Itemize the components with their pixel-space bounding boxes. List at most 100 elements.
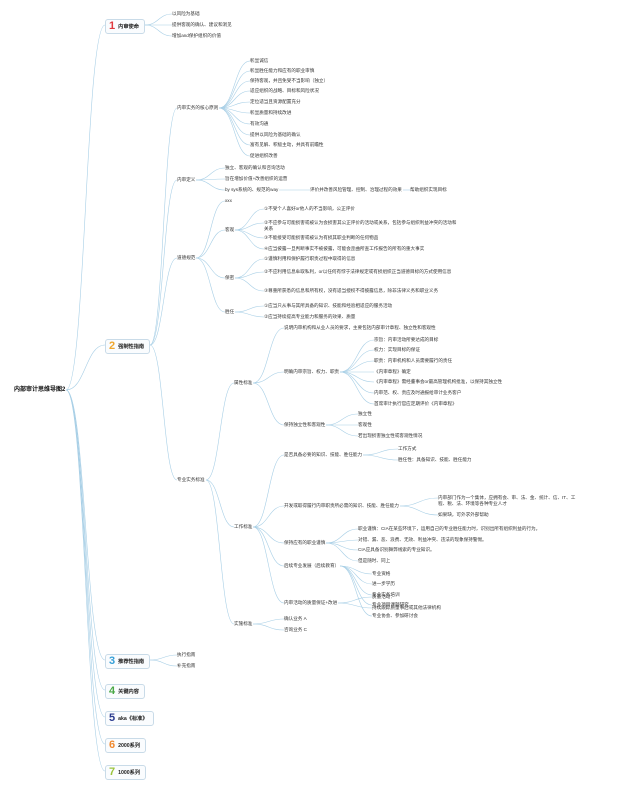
work-detail[interactable]: 专业实务培训: [372, 592, 400, 597]
attribute-item[interactable]: 说明内审机构和从业人员的要求，主要包括内部审计章程、独立性和客观性: [284, 325, 436, 330]
core-principle[interactable]: 有效沟通: [250, 121, 269, 126]
charter-item[interactable]: 首席审计执行官应定期评价《内审章程》: [374, 401, 457, 406]
work-detail[interactable]: 胜任性：具备知识、技能、胜任能力: [398, 457, 472, 462]
work-detail[interactable]: CIA应具备识别舞弊线索的专业知识。: [358, 547, 435, 552]
guide-topic[interactable]: 专业实务标准: [177, 477, 205, 482]
ethics-item[interactable]: 胜任: [225, 309, 235, 314]
connector-line: [339, 565, 373, 606]
work-detail[interactable]: 专业项目课题研究: [372, 602, 409, 607]
ethics-rule[interactable]: ①不受个人喜好or他人的不当影响，公正评价: [264, 206, 355, 211]
connector-line: [205, 479, 235, 528]
ethics-rule[interactable]: ②不应利用信息牟取私利，or以任何有悖于法律规定或有损组织正当道德目标的方式使用…: [264, 269, 452, 274]
ethics-rule[interactable]: ③不能接受可能损害或被认为有损其职业判断的任何物品: [264, 235, 379, 240]
ethics-rule[interactable]: ③尊重所获悉的信息和所有权，没有适当授权不得披露信息，除非法律义务和职业义务: [264, 288, 439, 293]
core-principle[interactable]: 适应组织的战略、目标和风险状况: [250, 88, 319, 93]
ethics-item[interactable]: xxx: [225, 198, 232, 203]
connector-line: [339, 349, 375, 373]
independence-item[interactable]: 若出现损害独立性或客观性情况: [358, 433, 423, 438]
connector-line: [195, 229, 226, 259]
independence-item[interactable]: 客观性: [358, 422, 372, 427]
charter-item[interactable]: 宗旨：内审活动所要达成的目标: [374, 337, 439, 342]
connector-line: [65, 389, 106, 745]
connector-line: [252, 526, 285, 544]
work-item[interactable]: 保持应有的职业谨慎: [284, 540, 326, 545]
standard-type[interactable]: 属性标准: [234, 380, 253, 385]
core-principle[interactable]: 彰显诚信: [250, 58, 269, 63]
charter-item[interactable]: 内审范、权、责应及时通报给审计业务客户: [374, 390, 462, 395]
connector-line: [149, 107, 178, 346]
work-detail[interactable]: 持续跟踪质量事后或其他法律机构: [372, 605, 441, 610]
branch-number: 5: [109, 712, 116, 724]
ethics-rule[interactable]: ②应当持续提高专业能力和服务的效果、质量: [264, 314, 356, 319]
connector-line: [149, 344, 178, 481]
work-item[interactable]: 开发或取得履行内审职责所必需的知识、技能、胜任能力: [284, 503, 399, 508]
core-principle[interactable]: 富有见解、积极主动，并具有前瞻性: [250, 142, 324, 147]
core-principle[interactable]: 彰显胜任能力和应有的职业审慎: [250, 68, 315, 73]
core-principle[interactable]: 提供以风险为基础的确认: [250, 132, 301, 137]
ethics-rule[interactable]: ①谨慎利用和保护履行职责过程中取得的信息: [264, 256, 356, 261]
recommended-guide[interactable]: 执行指南: [177, 652, 196, 657]
ethics-rule[interactable]: ①应当只从事与其所具备的知识、技能和经验相适应的服务活动: [264, 303, 393, 308]
recommended-guide[interactable]: 补充指南: [177, 663, 196, 668]
standard-type[interactable]: 工作标准: [234, 524, 253, 529]
connector-line: [195, 200, 226, 259]
work-item[interactable]: 内审活动的质量保证+改进: [284, 600, 338, 605]
work-detail[interactable]: 质量活动：: [372, 594, 395, 599]
standard-type[interactable]: 实施标准: [234, 621, 253, 626]
guide-topic[interactable]: 内审实务的核心原则: [177, 105, 219, 110]
work-detail[interactable]: 内审部门作为一个集体，应拥有会、审、法、金、统计、信、IT、工程、税、法、环境等…: [438, 495, 576, 506]
guide-topic[interactable]: 内审定义: [177, 177, 196, 182]
core-principle[interactable]: 彰显质量和持续改进: [250, 110, 292, 115]
charter-item[interactable]: 职责：内审机构和人员需要履行的责任: [374, 358, 453, 363]
attribute-item[interactable]: 保持独立性和客观性: [284, 422, 326, 427]
work-detail[interactable]: 但是随时、同上: [358, 558, 391, 563]
connector-line: [399, 497, 439, 507]
work-item[interactable]: 后续专业发展（后续教育）: [284, 563, 340, 568]
work-detail[interactable]: 进一步学历: [372, 581, 395, 586]
work-detail[interactable]: 如果缺，可外求外部帮助: [438, 512, 489, 517]
ethics-item[interactable]: 保密: [225, 275, 235, 280]
ethics-rule[interactable]: ④应当披露一旦判断事实不被披露，可能会歪曲所查工作报告的所有的重大事实: [264, 246, 425, 251]
ethics-rule[interactable]: ②不应参与可能损害或被认为会损害其公正评价的活动或关系，包括参与组织利益冲突的活…: [264, 220, 457, 231]
root-topic[interactable]: 内部审计思维导图2: [14, 387, 66, 393]
work-detail[interactable]: 对错、漏、恶、浪费、无效、利益冲突、违法的现象保持警惕。: [358, 537, 487, 542]
branch-label: 1000系列: [118, 770, 141, 776]
attribute-item[interactable]: 明确内审宗旨、权力、职责: [284, 369, 340, 374]
definition-item[interactable]: 旨在增加价值+改善组织的运营: [225, 176, 288, 181]
ethics-item[interactable]: 客观: [225, 227, 235, 232]
independence-item[interactable]: 独立性: [358, 411, 372, 416]
mission-item[interactable]: 提供客观的确认、建议和洞见: [172, 22, 232, 27]
work-detail[interactable]: 工作方式: [398, 446, 417, 451]
work-detail[interactable]: 专业资格: [372, 571, 391, 576]
work-item[interactable]: 是否具备必要的知识、技能、胜任能力: [284, 452, 363, 457]
definition-item[interactable]: by sys系统的、规范的way: [225, 187, 279, 192]
core-principle[interactable]: 保持客观，并且免受不当影响（独立）: [250, 78, 329, 83]
definition-detail[interactable]: 评价并改善风险管理、控制、治理过程的效果: [310, 187, 402, 192]
work-detail[interactable]: 职业谨慎：CIA在某些环境下，运用自己的专业胜任能力时，识别出所有组织利益的行为…: [358, 526, 541, 531]
connector-line: [65, 24, 106, 391]
connector-line: [252, 327, 285, 384]
implementation-item[interactable]: 确认业务 A: [284, 616, 307, 621]
connector-line: [218, 60, 251, 109]
mission-item[interactable]: 增加and保护组织的价值: [172, 33, 222, 38]
definition-item[interactable]: 独立、客观的确认和咨询活动: [225, 165, 285, 170]
connector-line: [252, 618, 285, 625]
implementation-item[interactable]: 咨询业务 C: [284, 627, 307, 632]
definition-goal[interactable]: 帮助组织实现目标: [410, 187, 447, 192]
core-principle[interactable]: 定位适当且资源配置充分: [250, 99, 301, 104]
mission-item[interactable]: 以风险为基础: [172, 11, 200, 16]
charter-item[interactable]: 《内审章程》需经董事会or最高管理机构批准，以保持其独立性: [374, 379, 503, 384]
charter-item[interactable]: 权力：实现目标的保证: [374, 347, 420, 352]
core-principle[interactable]: 促进组织改善: [250, 153, 278, 158]
connector-line: [234, 277, 265, 292]
charter-item[interactable]: 《内审章程》确定: [374, 369, 411, 374]
work-detail[interactable]: 专业协会、参加研讨会: [372, 613, 418, 618]
guide-topic[interactable]: 道德规范: [177, 255, 196, 260]
